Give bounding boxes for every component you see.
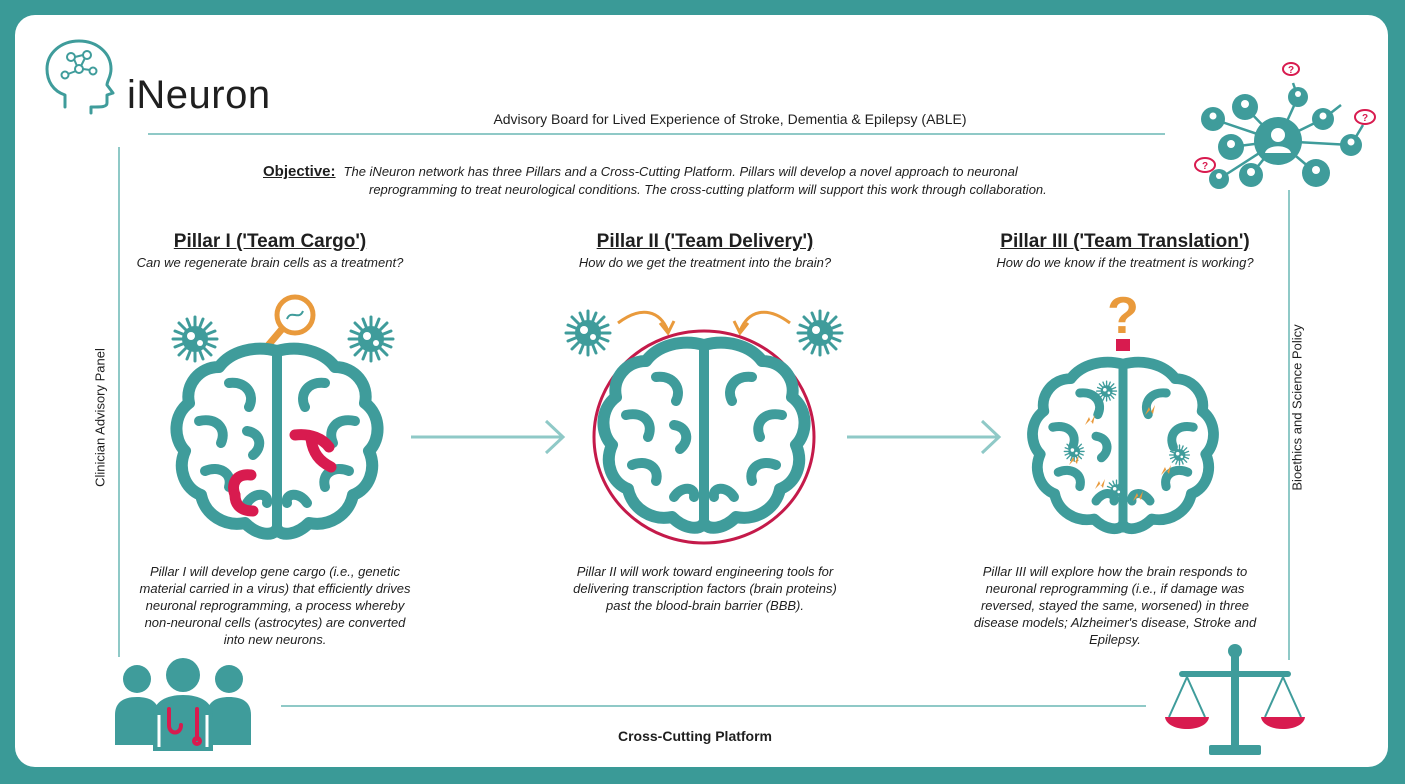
question-mark-icon: ? [1107, 287, 1139, 351]
clinicians-icon [113, 655, 253, 755]
pillar-2-description: Pillar II will work toward engineering t… [570, 563, 840, 614]
logo-text: iNeuron [127, 73, 271, 118]
pillar-3-illustration: ? [995, 275, 1255, 535]
magnifier-icon [265, 297, 313, 349]
objective-line1: The iNeuron network has three Pillars an… [344, 164, 1018, 179]
pillar-1-title: Pillar I ('Team Cargo') [150, 231, 390, 253]
svg-text:?: ? [1107, 287, 1139, 345]
arrow-right-icon [411, 417, 571, 457]
cross-platform-label: Cross-Cutting Platform [545, 728, 845, 744]
diagram-card: iNeuron Advisory Board for Lived Experie… [15, 15, 1388, 767]
left-line [118, 147, 120, 657]
objective-line2: reprogramming to treat neurological cond… [263, 181, 1143, 199]
pillar-3-title: Pillar III ('Team Translation') [975, 231, 1275, 253]
pillar-2-title: Pillar II ('Team Delivery') [575, 231, 835, 253]
able-line [148, 133, 1165, 135]
objective-label: Objective: [263, 163, 336, 180]
pillar-2-illustration [560, 275, 850, 535]
arrow-right-icon [847, 417, 1007, 457]
cross-platform-line [281, 705, 1146, 707]
head-network-icon [35, 35, 119, 115]
able-title: Advisory Board for Lived Experience of S… [455, 111, 1005, 127]
pillar-3-description: Pillar III will explore how the brain re… [970, 563, 1260, 648]
side-left-label: Clinician Advisory Panel [93, 318, 108, 518]
pillar-3-question: How do we know if the treatment is worki… [975, 255, 1275, 270]
objective-text: Objective: The iNeuron network has three … [263, 163, 1143, 199]
svg-text:?: ? [1362, 113, 1368, 124]
pillar-1-question: Can we regenerate brain cells as a treat… [130, 255, 410, 270]
svg-text:?: ? [1202, 161, 1208, 172]
scales-icon [1165, 641, 1305, 761]
side-right-label: Bioethics and Science Policy [1290, 298, 1305, 518]
svg-text:?: ? [1288, 65, 1294, 76]
pillar-1-illustration [135, 275, 415, 535]
pillar-1-description: Pillar I will develop gene cargo (i.e., … [135, 563, 415, 648]
network-people-icon: ??? [1183, 55, 1383, 205]
pillar-2-question: How do we get the treatment into the bra… [560, 255, 850, 270]
